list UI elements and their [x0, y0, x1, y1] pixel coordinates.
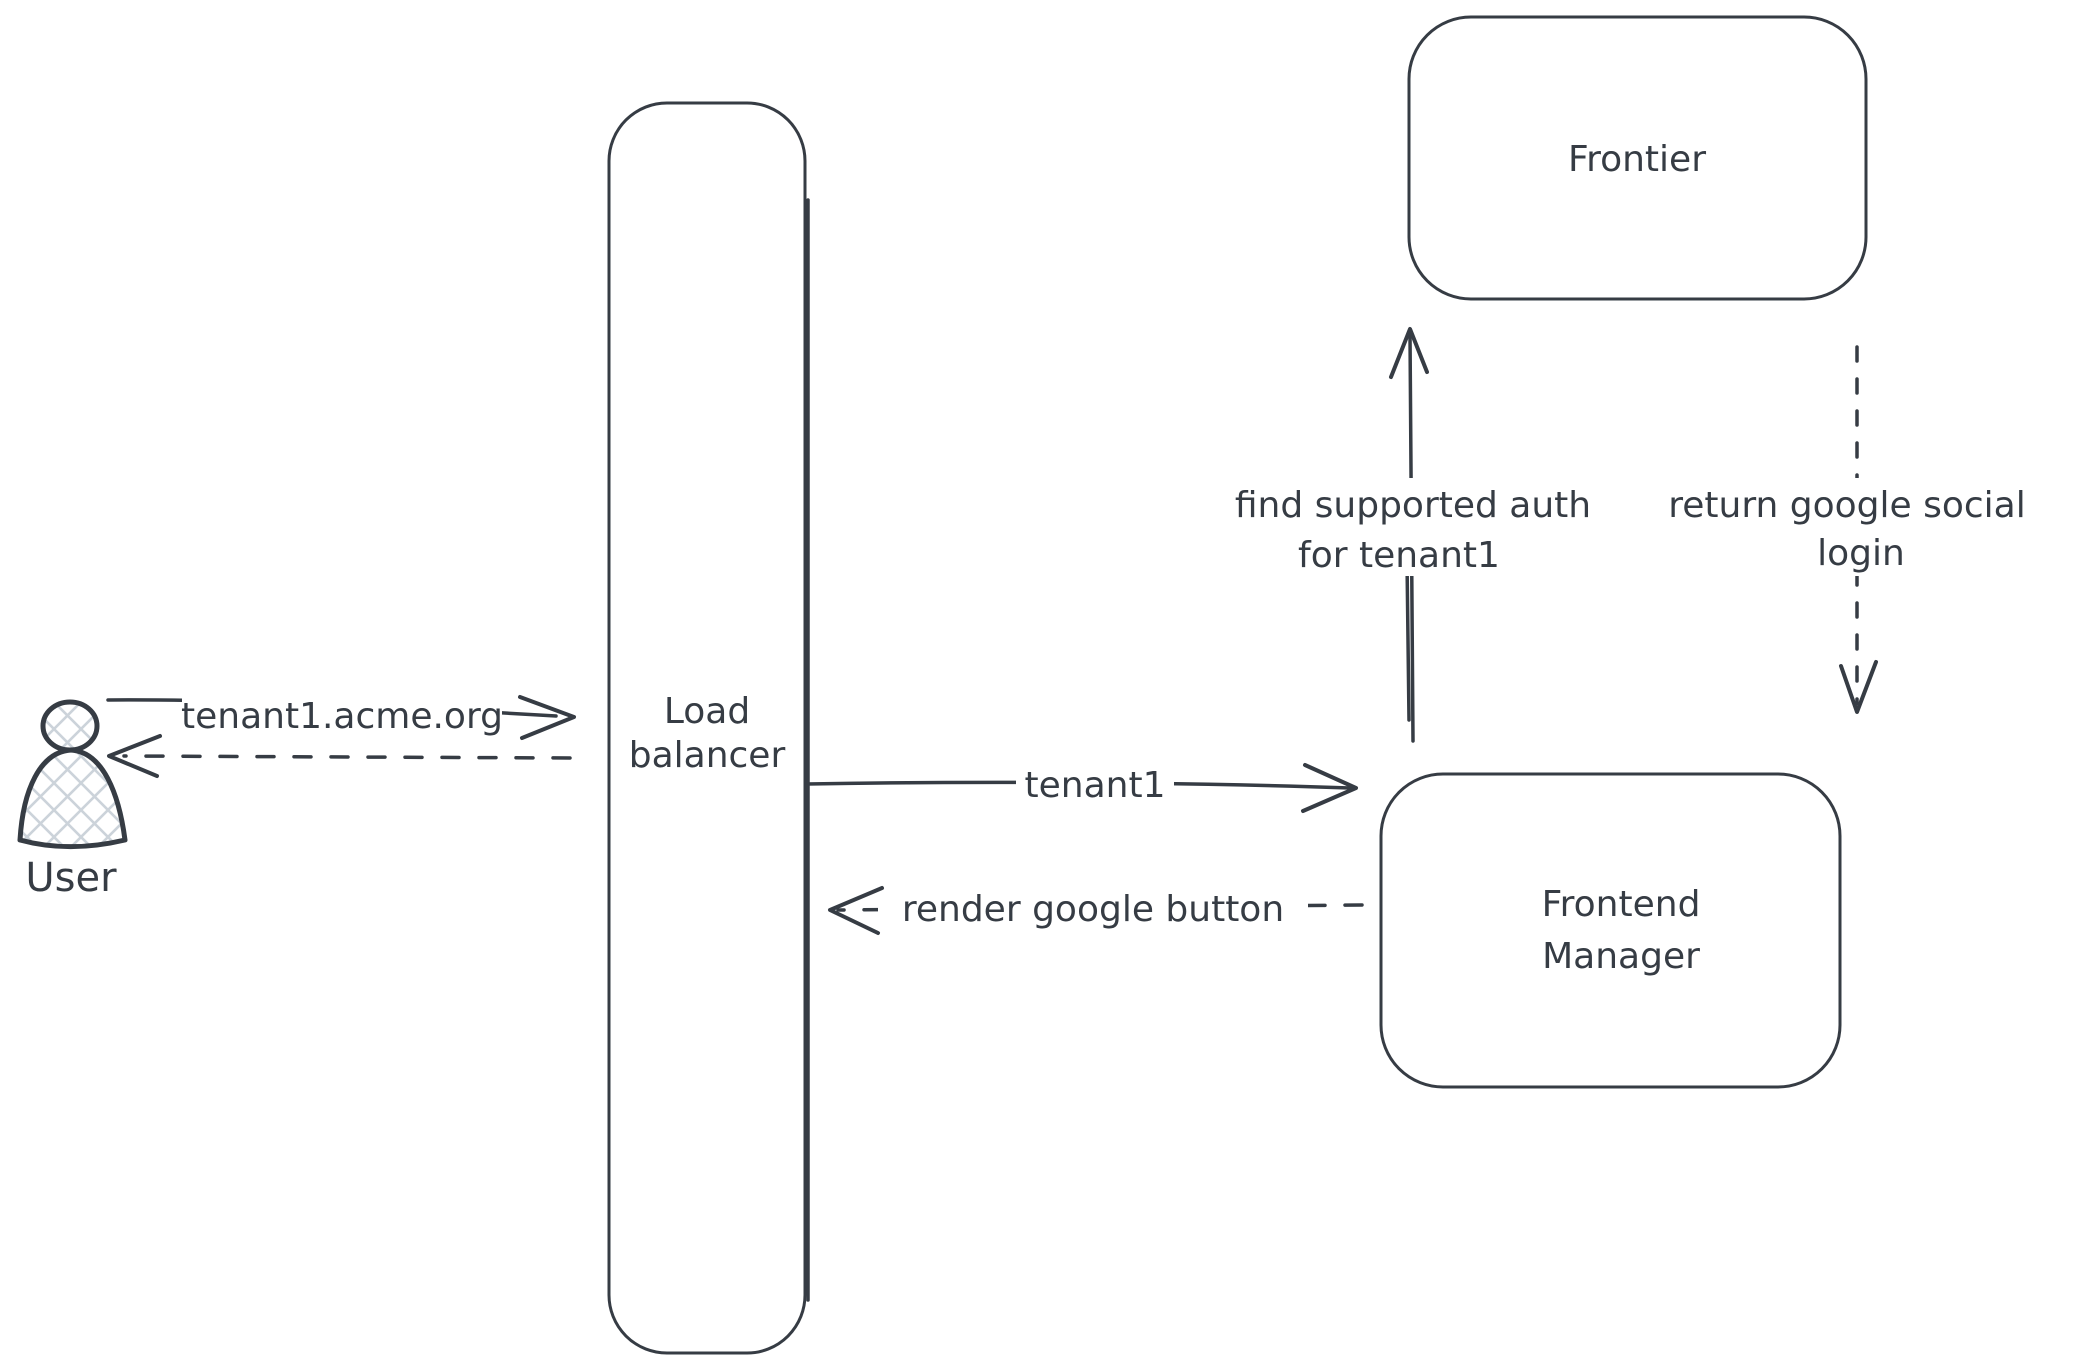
node-label: Frontier	[1568, 139, 1706, 180]
arrowhead-right-icon	[1301, 763, 1358, 813]
node-label-line2: Manager	[1542, 936, 1700, 977]
person-body-icon	[17, 747, 128, 850]
arrowhead-right-icon	[518, 695, 576, 740]
arrow-label-line2: login	[1817, 533, 1905, 574]
arrow-frontend-manager-to-load-balancer[interactable]: render google button	[828, 884, 1364, 936]
arrow-shaft-doubling	[1405, 558, 1411, 722]
node-frontend-manager[interactable]: Frontend Manager	[1379, 772, 1842, 1089]
arrow-frontier-to-frontend-manager[interactable]: return google social login	[1650, 345, 2046, 714]
node-load-balancer[interactable]: Load balancer	[607, 101, 810, 1355]
load-balancer-box	[607, 101, 807, 1355]
arrowhead-down-icon	[1839, 660, 1878, 714]
arrow-label-line1: return google social	[1668, 485, 2026, 526]
frontend-manager-box	[1379, 772, 1842, 1089]
arrow-load-balancer-to-frontend-manager[interactable]: tenant1	[805, 760, 1358, 813]
arrow-label: tenant1	[1025, 765, 1166, 806]
arrow-label-background	[1212, 478, 1614, 576]
node-frontier[interactable]: Frontier	[1407, 15, 1868, 301]
arrow-label-background	[1016, 760, 1174, 808]
arrow-shaft-dashed	[122, 754, 572, 760]
arrow-label-line2: for tenant1	[1298, 535, 1500, 576]
node-user[interactable]: User	[17, 699, 128, 901]
node-label-line1: Load	[664, 691, 750, 732]
arrow-label-background	[878, 884, 1308, 936]
arrowhead-left-icon	[828, 886, 884, 935]
frontier-box	[1407, 15, 1868, 301]
arrow-label-background	[182, 690, 502, 740]
arrow-frontend-manager-to-frontier[interactable]: find supported auth for tenant1	[1212, 327, 1614, 743]
arrowhead-left-icon	[107, 734, 162, 778]
arrow-label: render google button	[902, 889, 1284, 930]
node-label-user: User	[25, 855, 117, 901]
node-label-line1: Frontend	[1542, 884, 1701, 925]
arrow-label-background	[1650, 478, 2046, 576]
arrowhead-up-icon	[1389, 327, 1429, 379]
arrow-label-line1: find supported auth	[1235, 485, 1591, 526]
arrow-label: tenant1.acme.org	[181, 696, 503, 737]
arrow-user-to-load-balancer[interactable]: tenant1.acme.org	[106, 690, 576, 740]
arrow-load-balancer-to-user[interactable]	[107, 734, 572, 778]
node-label-line2: balancer	[629, 735, 786, 776]
person-head-icon	[40, 699, 100, 753]
